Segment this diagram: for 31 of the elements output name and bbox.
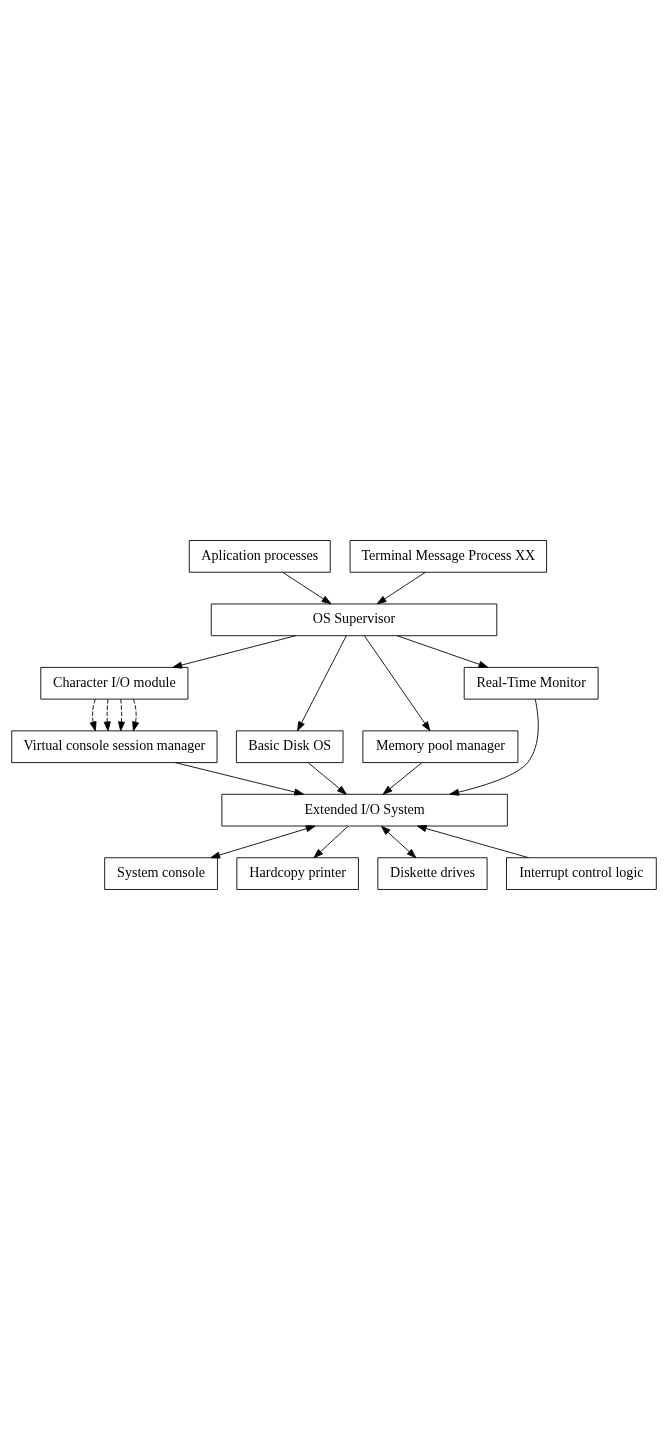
node-box: Extended I/O System (221, 793, 508, 826)
arrow (172, 634, 297, 669)
node-box: OS Supervisor (210, 603, 498, 636)
arrow (89, 698, 97, 731)
node-box: Real-Time Monitor (463, 666, 599, 700)
node-box: Hardcopy printer (236, 856, 359, 890)
arrow (132, 698, 140, 731)
arrow (103, 698, 111, 731)
arrow (297, 634, 347, 731)
node-box: Basic Disk OS (235, 729, 344, 763)
node-box: System console (104, 856, 218, 890)
arrow (210, 824, 316, 858)
node-box: Character I/O module (40, 666, 189, 700)
arrow (376, 571, 426, 604)
arrow (117, 698, 125, 731)
node-box: Memory pool manager (362, 729, 519, 763)
arrow (307, 761, 347, 795)
node-box: Terminal Message Process XX (349, 539, 548, 573)
arrow (382, 761, 423, 795)
node-box: Diskette drives (377, 856, 488, 890)
node-box: Aplication processes (188, 539, 331, 573)
arrow (313, 825, 349, 858)
node-box: Virtual console session manager (11, 729, 218, 763)
node-box: Interrupt control logic (506, 856, 657, 890)
arrow (364, 634, 431, 731)
arrow (416, 824, 529, 858)
arrow (174, 761, 304, 796)
arrow (396, 634, 489, 668)
arrow (449, 698, 539, 796)
arrow (282, 571, 332, 604)
arrow (380, 825, 417, 858)
